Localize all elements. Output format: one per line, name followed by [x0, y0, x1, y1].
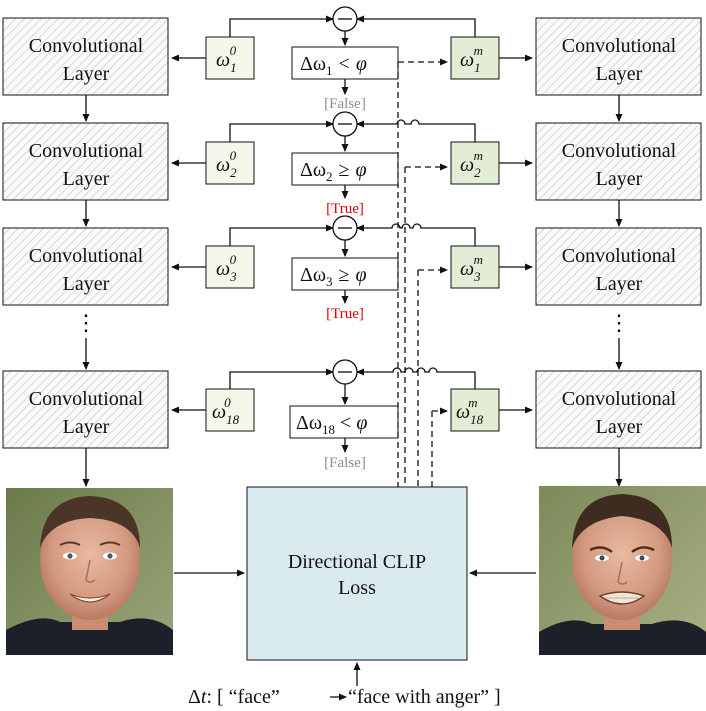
- left-conv-layer-2-line1: Convolutional: [29, 140, 144, 162]
- right-ellipsis: ⋮: [608, 310, 630, 335]
- right-conv-layer-2-line1: Convolutional: [562, 140, 677, 162]
- comparison-2-expr: Δω2≥φ: [300, 159, 367, 184]
- right-weight-3: ω3m: [450, 245, 500, 289]
- comparison-3-expr: Δω3≥φ: [300, 264, 367, 289]
- right-weight-18: ω18m: [450, 388, 500, 432]
- comparison-18-expr: Δω18<φ: [296, 412, 367, 437]
- left-weight-3-label: ω30: [216, 252, 237, 284]
- left-conv-layer-1-line2: Layer: [63, 63, 110, 85]
- left-conv-layer-18-line2: Layer: [63, 416, 110, 438]
- right-weight-1: ω1m: [450, 36, 500, 80]
- left-weight-arrows: [171, 54, 206, 414]
- left-conv-layer-3-line2: Layer: [63, 273, 110, 295]
- left-weight-18: ω180: [205, 388, 255, 432]
- right-weight-arrows: [499, 54, 533, 414]
- right-weight-2-label: ω2m: [460, 148, 483, 180]
- comparison-3-result: [True]: [326, 306, 364, 322]
- right-conv-layer-1: Convolutional Layer: [535, 17, 702, 96]
- left-conv-layer-18-line1: Convolutional: [29, 388, 144, 410]
- left-conv-layer-1-line1: Convolutional: [29, 35, 144, 57]
- source-face-image: [6, 488, 173, 655]
- text-direction-prefix: Δt: [ “face”: [188, 686, 280, 708]
- right-conv-layer-1-line2: Layer: [596, 63, 643, 85]
- subtract-node-18: [229, 359, 476, 405]
- dashed-links: [397, 58, 448, 487]
- left-conv-layer-3: Convolutional Layer: [2, 227, 169, 306]
- subtract-node-3: [229, 215, 476, 257]
- right-conv-layer-1-line1: Convolutional: [562, 35, 677, 57]
- right-weight-18-label: ω18m: [456, 395, 484, 427]
- right-conv-layer-3-line2: Layer: [596, 273, 643, 295]
- left-weight-1-label: ω10: [216, 43, 237, 75]
- comparison-1-result: [False]: [324, 96, 366, 112]
- right-weight-1-label: ω1m: [460, 43, 483, 75]
- left-conv-layer-1: Convolutional Layer: [2, 17, 169, 96]
- edited-face-image: [539, 486, 706, 655]
- comparison-2-result: [True]: [326, 201, 364, 217]
- left-weight-2-label: ω20: [216, 148, 237, 180]
- left-conv-layer-3-line1: Convolutional: [29, 245, 144, 267]
- right-conv-layer-3: Convolutional Layer: [535, 227, 702, 306]
- right-conv-layer-3-line1: Convolutional: [562, 245, 677, 267]
- text-direction-target: “face with anger” ]: [348, 686, 501, 708]
- left-weight-2: ω20: [205, 141, 255, 185]
- right-weight-3-label: ω3m: [460, 252, 483, 284]
- subtract-node-2: [229, 111, 476, 152]
- comparison-18: Δω18<φ [False]: [289, 405, 399, 471]
- left-weight-18-label: ω180: [212, 395, 240, 427]
- right-conv-layer-2: Convolutional Layer: [535, 122, 702, 201]
- loss-box-line2: Loss: [338, 577, 376, 599]
- comparison-18-result: [False]: [324, 455, 366, 471]
- comparison-3: Δω3≥φ [True]: [291, 257, 399, 322]
- comparison-1: Δω1<φ [False]: [291, 46, 399, 112]
- right-conv-layer-18-line1: Convolutional: [562, 388, 677, 410]
- left-conv-layer-2: Convolutional Layer: [2, 122, 169, 201]
- subtract-node-1: [229, 6, 476, 46]
- left-ellipsis: ⋮: [75, 310, 97, 335]
- left-weight-1: ω10: [205, 36, 255, 80]
- text-direction-label: Δt: [ “face” “face with anger” ]: [188, 686, 501, 708]
- right-conv-layer-2-line2: Layer: [596, 168, 643, 190]
- comparison-1-expr: Δω1<φ: [300, 53, 367, 78]
- loss-box-line1: Directional CLIP: [288, 551, 426, 573]
- right-weight-2: ω2m: [450, 141, 500, 185]
- comparison-2: Δω2≥φ [True]: [291, 152, 399, 217]
- loss-box: Directional CLIP Loss: [246, 486, 468, 661]
- left-conv-layer-2-line2: Layer: [63, 168, 110, 190]
- left-weight-3: ω30: [205, 245, 255, 289]
- right-conv-layer-18: Convolutional Layer: [535, 370, 702, 449]
- right-conv-layer-18-line2: Layer: [596, 416, 643, 438]
- left-conv-layer-18: Convolutional Layer: [2, 370, 169, 449]
